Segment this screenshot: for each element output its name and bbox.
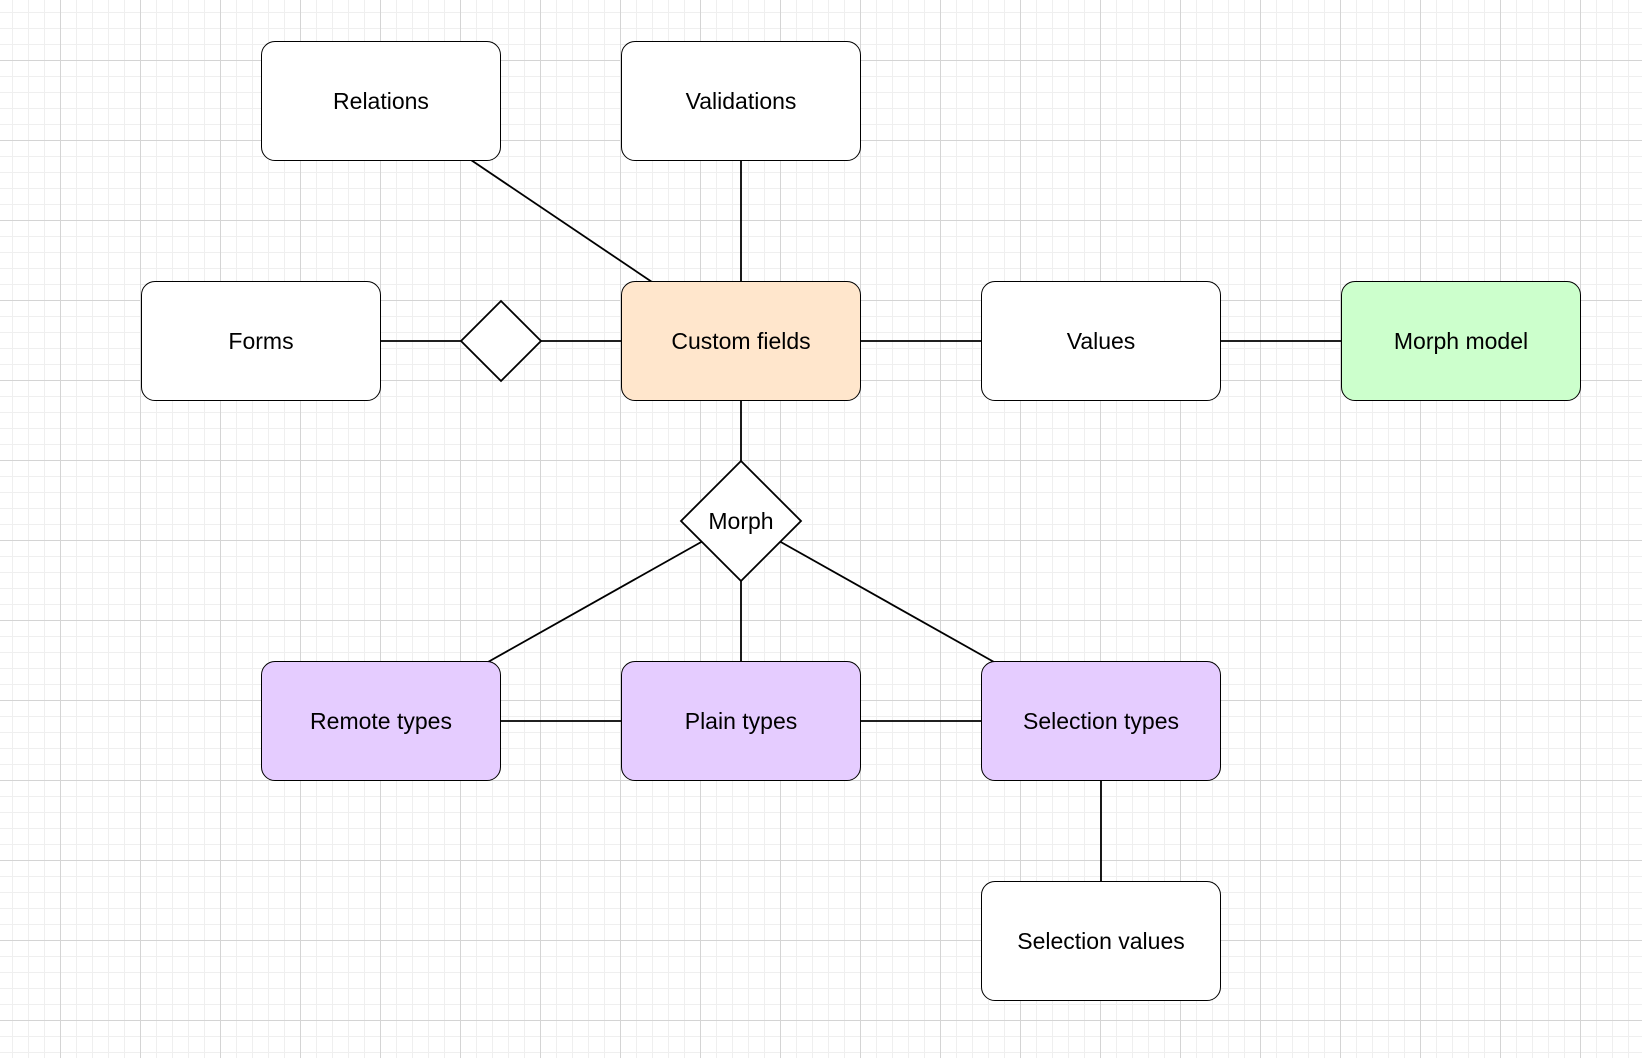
relationship-diamond-forms <box>459 299 543 383</box>
edge-morph-selection-types <box>778 540 995 663</box>
relationship-diamond-morph <box>679 459 803 583</box>
node-plain-types-label: Plain types <box>684 707 798 734</box>
edge-relations-custom-fields <box>470 159 653 283</box>
node-relations[interactable]: Relations <box>261 41 501 161</box>
node-selection-types[interactable]: Selection types <box>981 661 1221 781</box>
node-morph-model[interactable]: Morph model <box>1341 281 1581 401</box>
node-selection-values[interactable]: Selection values <box>981 881 1221 1001</box>
node-selection-types-label: Selection types <box>1023 707 1179 734</box>
node-custom-fields[interactable]: Custom fields <box>621 281 861 401</box>
node-validations[interactable]: Validations <box>621 41 861 161</box>
node-remote-types[interactable]: Remote types <box>261 661 501 781</box>
node-remote-types-label: Remote types <box>310 707 452 734</box>
morph-diamond-label-box[interactable]: Morph <box>681 461 801 581</box>
morph-diamond-label: Morph <box>708 507 774 534</box>
node-plain-types[interactable]: Plain types <box>621 661 861 781</box>
edge-morph-remote-types <box>487 540 704 663</box>
node-morph-model-label: Morph model <box>1393 327 1529 354</box>
node-values-label: Values <box>1066 327 1136 354</box>
node-forms[interactable]: Forms <box>141 281 381 401</box>
node-custom-fields-label: Custom fields <box>671 327 811 354</box>
node-forms-label: Forms <box>228 327 294 354</box>
node-values[interactable]: Values <box>981 281 1221 401</box>
node-validations-label: Validations <box>685 87 797 114</box>
node-relations-label: Relations <box>333 87 429 114</box>
node-selection-values-label: Selection values <box>1017 927 1185 954</box>
